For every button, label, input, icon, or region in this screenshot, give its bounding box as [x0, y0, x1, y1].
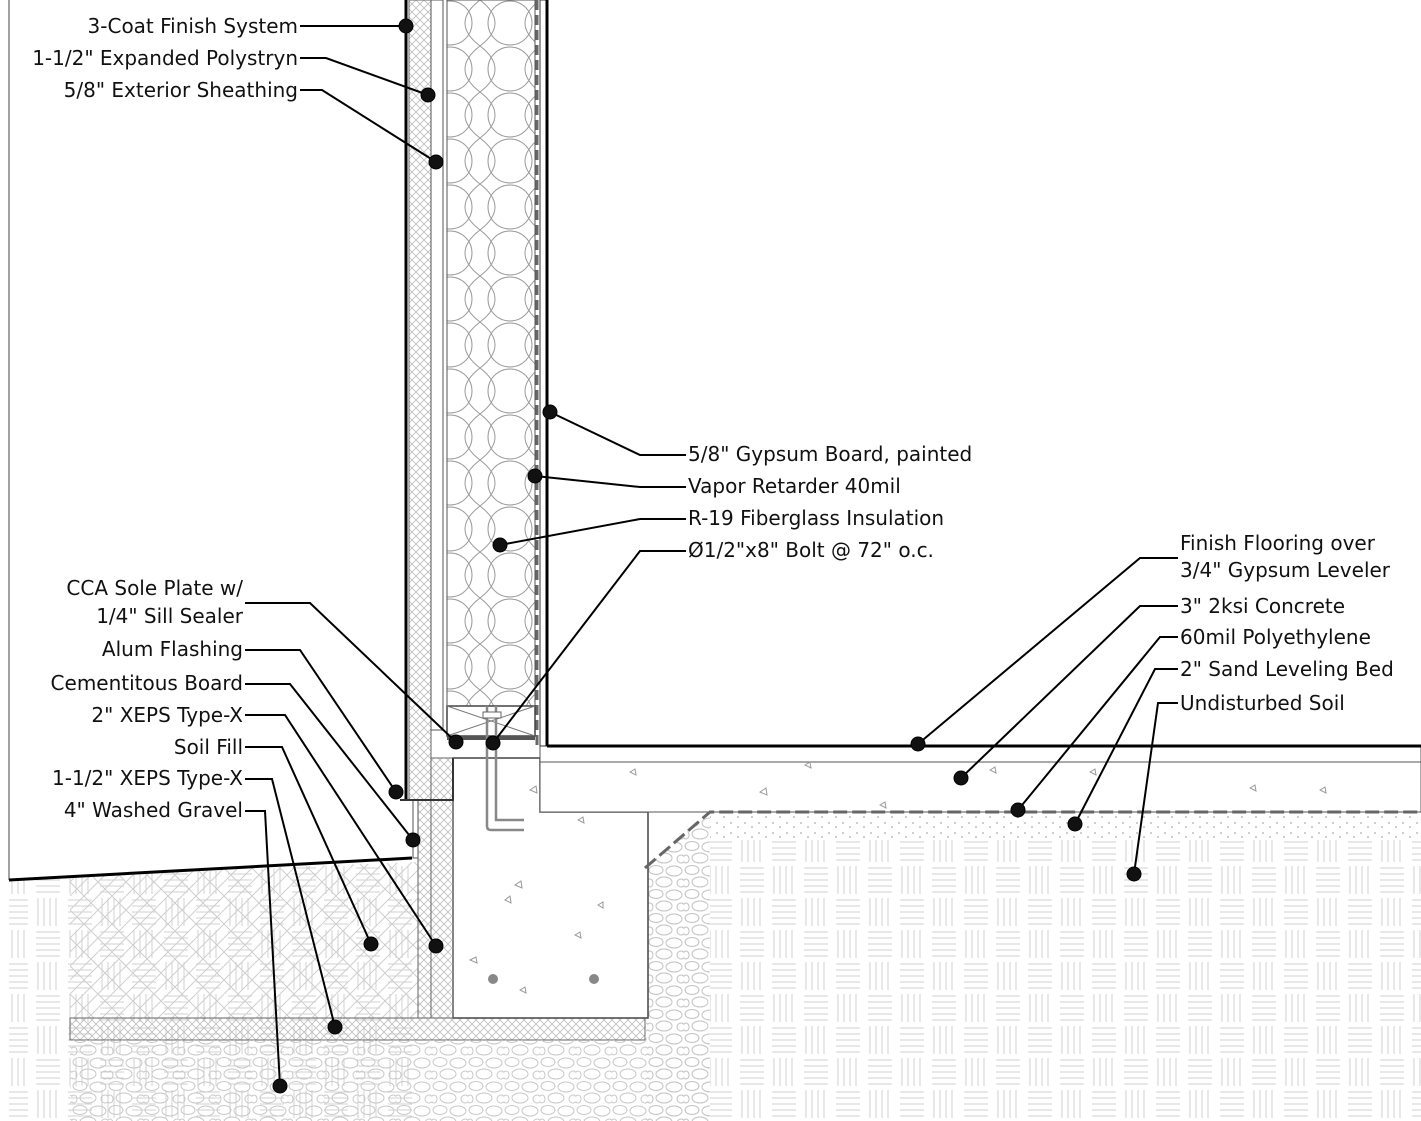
- slab-assembly: [539, 745, 1421, 870]
- label-sole-plate-line1: CCA Sole Plate w/: [66, 576, 243, 600]
- callout-sole-plate: CCA Sole Plate w/ 1/4" Sill Sealer: [66, 576, 464, 750]
- label-soil-fill: Soil Fill: [174, 735, 243, 759]
- callout-concrete: 3" 2ksi Concrete: [953, 594, 1345, 786]
- label-xeps-2in: 2" XEPS Type-X: [91, 703, 243, 727]
- washed-gravel-edge: [645, 812, 710, 1121]
- label-bolt: Ø1/2"x8" Bolt @ 72" o.c.: [688, 538, 934, 562]
- label-vapor-retarder: Vapor Retarder 40mil: [688, 474, 901, 498]
- label-sole-plate-line2: 1/4" Sill Sealer: [96, 604, 244, 628]
- exterior-wall: [400, 0, 1421, 832]
- xeps-under-layer: [69, 1017, 646, 1041]
- cementitous-board: [412, 799, 419, 859]
- label-alum-flashing: Alum Flashing: [102, 637, 243, 661]
- label-polyethylene: 60mil Polyethylene: [1180, 625, 1371, 649]
- callout-exterior-sheathing: 5/8" Exterior Sheathing: [64, 78, 444, 170]
- label-expanded-polystyrene: 1-1/2" Expanded Polystryn: [32, 46, 298, 70]
- label-washed-gravel: 4" Washed Gravel: [64, 798, 243, 822]
- washed-gravel-bottom: [70, 1040, 710, 1121]
- label-concrete: 3" 2ksi Concrete: [1180, 594, 1345, 618]
- callout-vapor-retarder: Vapor Retarder 40mil: [527, 468, 901, 498]
- callout-finish-flooring: Finish Flooring over 3/4" Gypsum Leveler: [910, 531, 1391, 752]
- callout-washed-gravel: 4" Washed Gravel: [64, 798, 288, 1094]
- callout-undisturbed-soil: Undisturbed Soil: [1126, 691, 1345, 882]
- callout-xeps-2in: 2" XEPS Type-X: [91, 703, 444, 954]
- callout-xeps-1-5in: 1-1/2" XEPS Type-X: [52, 766, 343, 1035]
- callout-bolt: Ø1/2"x8" Bolt @ 72" o.c.: [485, 538, 934, 751]
- label-finish-system: 3-Coat Finish System: [88, 14, 298, 38]
- label-finish-flooring-line2: 3/4" Gypsum Leveler: [1180, 558, 1391, 582]
- callout-expanded-polystyrene: 1-1/2" Expanded Polystryn: [32, 46, 436, 103]
- callout-polyethylene: 60mil Polyethylene: [1010, 625, 1371, 818]
- callout-soil-fill: Soil Fill: [174, 735, 379, 952]
- label-xeps-1-5in: 1-1/2" XEPS Type-X: [52, 766, 243, 790]
- label-cementitous-board: Cementitous Board: [51, 671, 243, 695]
- callout-sand-bed: 2" Sand Leveling Bed: [1067, 657, 1394, 832]
- callout-cementitous-board: Cementitous Board: [51, 671, 421, 848]
- callout-finish-system: 3-Coat Finish System: [88, 14, 414, 38]
- callout-alum-flashing: Alum Flashing: [102, 637, 404, 800]
- xeps-vertical: [417, 799, 432, 1019]
- soil-fill-region: [70, 862, 418, 1018]
- label-sand-bed: 2" Sand Leveling Bed: [1180, 657, 1394, 681]
- label-exterior-sheathing: 5/8" Exterior Sheathing: [64, 78, 298, 102]
- xeps-2in-vertical: [430, 757, 454, 1019]
- label-gypsum-board: 5/8" Gypsum Board, painted: [688, 442, 972, 466]
- callout-gypsum-board: 5/8" Gypsum Board, painted: [542, 404, 972, 466]
- callout-insulation: R-19 Fiberglass Insulation: [492, 506, 944, 553]
- label-finish-flooring-line1: Finish Flooring over: [1180, 531, 1376, 555]
- label-undisturbed-soil: Undisturbed Soil: [1180, 691, 1345, 715]
- label-insulation: R-19 Fiberglass Insulation: [688, 506, 944, 530]
- grade-line: [8, 856, 413, 882]
